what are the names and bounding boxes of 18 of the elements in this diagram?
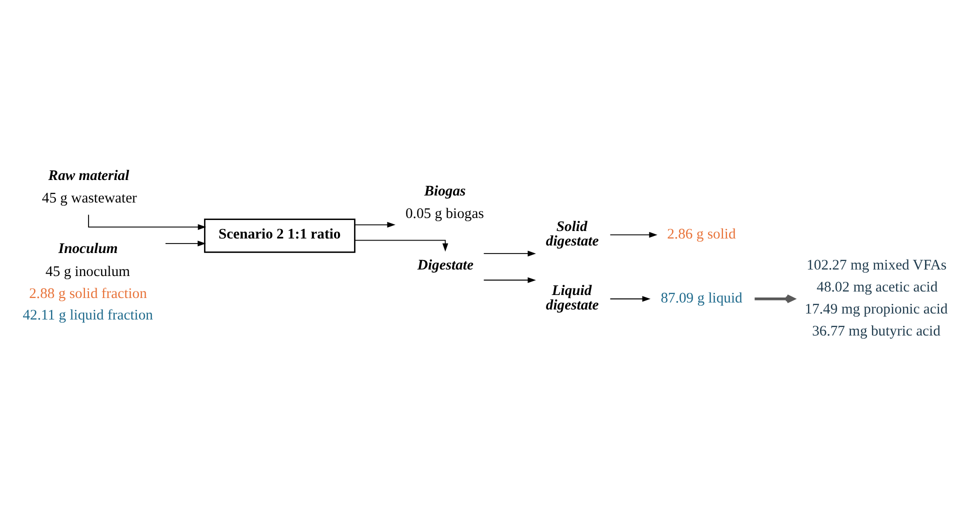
node-text: Biogas 0.05 g biogas (406, 182, 484, 222)
node-text: Digestate (417, 256, 474, 273)
node-text: Solid digestate (546, 218, 599, 250)
arrow (354, 221, 396, 228)
arrow (354, 239, 448, 252)
node-text: Inoculum 45 g inoculum 2.88 g solid fraction 42.11 g liquid fraction (22, 240, 153, 324)
arrow (754, 294, 795, 303)
arrow (483, 276, 536, 282)
arrow (165, 240, 206, 246)
node-text: 102.27 mg mixed VFAs 48.02 mg acetic acid 17.49 mg propionic acid 36.77 mg butyric acid (804, 256, 948, 339)
arrow (610, 295, 650, 302)
node-box: Scenario 2 1:1 ratio (204, 218, 356, 252)
arrow (610, 231, 658, 238)
arrow (483, 250, 536, 256)
node-text: 87.09 g liquid (660, 290, 742, 306)
node-text: Liquid digestate (546, 282, 599, 314)
node-text: 2.86 g solid (667, 226, 736, 242)
node-text: Raw material 45 g wastewater (42, 167, 137, 206)
